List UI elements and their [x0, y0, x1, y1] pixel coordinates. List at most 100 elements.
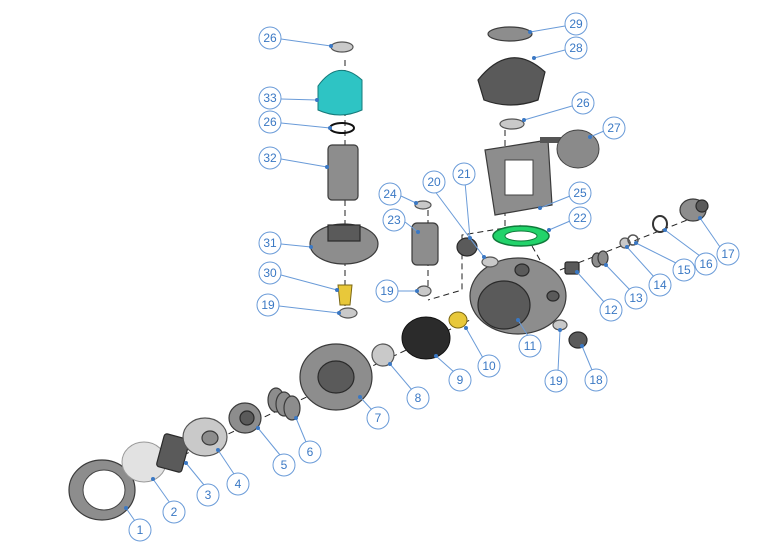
part-24-washer — [414, 200, 432, 210]
callout-16-label: 16 — [699, 257, 713, 271]
callout-8-label: 8 — [415, 391, 422, 405]
callout-7-label: 7 — [375, 411, 382, 425]
callout-19-lower: 19 — [544, 328, 568, 393]
part-30-brass-nozzle — [337, 284, 353, 306]
callout-13: 13 — [604, 263, 648, 310]
part-9-black-diaphragm — [401, 316, 451, 360]
part-1-retaining-ring — [68, 459, 136, 521]
part-6-spring — [267, 387, 301, 421]
part-7-adjusting-knob — [299, 343, 373, 411]
callout-6-label: 6 — [307, 445, 314, 459]
callout-4-label: 4 — [235, 477, 242, 491]
part-16-oring — [627, 234, 639, 246]
callout-28: 28 — [532, 36, 588, 60]
callout-18: 18 — [580, 344, 608, 392]
callout-26-right-label: 26 — [576, 96, 590, 110]
callout-3: 3 — [184, 461, 220, 507]
part-18-port-plug — [568, 331, 588, 349]
part-26a-washer — [330, 41, 354, 53]
callout-10-label: 10 — [482, 359, 496, 373]
callout-19-lower-label: 19 — [549, 374, 563, 388]
callout-12: 12 — [575, 270, 623, 322]
part-26c-washer — [499, 118, 525, 130]
part-29-knob-cap — [487, 26, 533, 42]
callout-15: 15 — [634, 241, 696, 282]
callout-13-label: 13 — [629, 291, 643, 305]
callout-11: 11 — [516, 318, 542, 358]
callout-7: 7 — [358, 395, 390, 430]
part-21-fitting — [456, 237, 478, 257]
callout-18-label: 18 — [589, 373, 603, 387]
callout-12-label: 12 — [604, 303, 618, 317]
callout-9: 9 — [434, 354, 472, 392]
callout-layer: 1 2 3 4 5 6 — [124, 12, 740, 542]
callout-5: 5 — [256, 426, 296, 477]
callout-24: 24 — [378, 182, 418, 206]
callout-32: 32 — [258, 146, 329, 170]
callout-26-top: 26 — [258, 26, 333, 50]
callout-3-label: 3 — [205, 488, 212, 502]
callout-23: 23 — [382, 208, 420, 234]
callout-28-label: 28 — [569, 41, 583, 55]
callout-1: 1 — [124, 506, 152, 542]
callout-4: 4 — [216, 448, 250, 496]
callout-2: 2 — [151, 477, 186, 524]
callout-19-middle: 19 — [375, 279, 419, 303]
callout-29: 29 — [528, 12, 588, 36]
callout-2-label: 2 — [171, 505, 178, 519]
callout-22-label: 22 — [573, 211, 587, 225]
callout-20-label: 20 — [427, 175, 441, 189]
callout-26-middle: 26 — [258, 110, 332, 134]
part-27-yoke-screw — [540, 129, 600, 169]
part-20-oring — [481, 256, 499, 268]
callout-32-label: 32 — [263, 151, 277, 165]
callout-29-label: 29 — [569, 17, 583, 31]
part-19b-oring — [416, 285, 432, 297]
callout-17: 17 — [698, 216, 740, 266]
part-23-fitting — [411, 222, 439, 266]
part-22-green-ring — [492, 225, 550, 247]
callout-24-label: 24 — [383, 187, 397, 201]
callout-14-label: 14 — [653, 278, 667, 292]
callout-8: 8 — [388, 362, 430, 410]
callout-19-middle-label: 19 — [380, 284, 394, 298]
callout-14: 14 — [625, 245, 672, 297]
callout-30-label: 30 — [263, 266, 277, 280]
callout-27-label: 27 — [607, 121, 621, 135]
callout-1-label: 1 — [137, 523, 144, 537]
callout-10: 10 — [464, 326, 501, 378]
callout-16: 16 — [663, 228, 718, 276]
part-15-oring — [652, 215, 668, 233]
part-26b-oring — [329, 122, 355, 134]
callout-31: 31 — [258, 231, 313, 255]
part-25-yoke — [484, 139, 553, 216]
callout-33: 33 — [258, 86, 319, 110]
part-28-yoke-knob — [477, 57, 546, 106]
callout-23-label: 23 — [387, 213, 401, 227]
callout-17-label: 17 — [721, 247, 735, 261]
callout-27: 27 — [588, 116, 626, 140]
callout-21: 21 — [452, 162, 476, 240]
part-13-spring — [591, 250, 609, 268]
callout-22: 22 — [547, 206, 592, 232]
callout-26-right: 26 — [522, 91, 595, 122]
part-32-din-stem — [327, 144, 359, 201]
part-33-teal-cap — [317, 70, 363, 116]
callout-19-left: 19 — [256, 293, 341, 317]
callout-5-label: 5 — [281, 458, 288, 472]
callout-30: 30 — [258, 261, 339, 292]
part-31-din-wheel — [309, 223, 379, 265]
part-11-regulator-body — [469, 257, 567, 335]
callout-15-label: 15 — [677, 263, 691, 277]
callout-31-label: 31 — [263, 236, 277, 250]
part-17-port-plug — [679, 198, 709, 222]
part-4-diaphragm — [182, 417, 228, 457]
callout-25-label: 25 — [573, 186, 587, 200]
callout-33-label: 33 — [263, 91, 277, 105]
part-5-spring-seat — [228, 402, 262, 434]
callout-26-top-label: 26 — [263, 31, 277, 45]
callout-25: 25 — [538, 181, 592, 210]
callout-26-middle-label: 26 — [263, 115, 277, 129]
part-8-washer — [371, 343, 395, 367]
